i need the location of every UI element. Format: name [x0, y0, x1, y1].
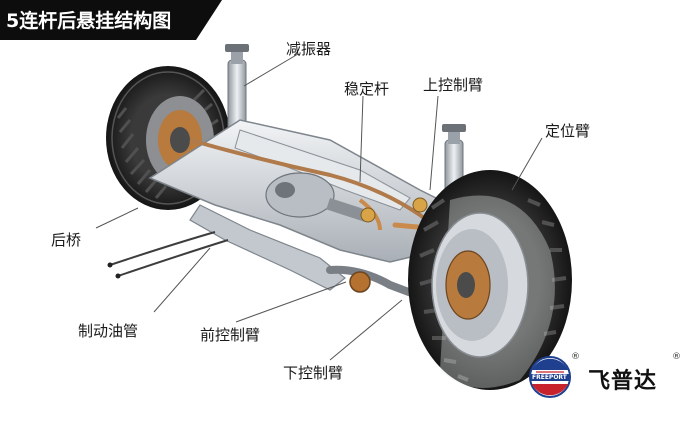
- left-wheel: [106, 66, 230, 210]
- right-wheel: [408, 170, 572, 390]
- brake-lines: [107, 231, 229, 279]
- label-stabilizer-bar: 稳定杆: [344, 80, 390, 98]
- brand-logo: [529, 356, 571, 398]
- page-title: 5连杆后悬挂结构图: [6, 10, 172, 32]
- registered-mark-name: ®: [672, 352, 681, 362]
- title-banner: [0, 0, 222, 40]
- label-rear-axle: 后桥: [51, 231, 82, 249]
- leader-lines: [95, 53, 543, 361]
- differential: [265, 172, 369, 222]
- label-brake-line: 制动油管: [78, 322, 139, 340]
- brand-logo-text: FREEPORT: [532, 374, 567, 381]
- label-positioning-arm: 定位臂: [545, 122, 591, 140]
- label-lower-control-arm: 下控制臂: [283, 364, 344, 382]
- label-front-control-arm: 前控制臂: [200, 326, 261, 344]
- label-upper-control-arm: 上控制臂: [423, 76, 484, 94]
- label-shock-absorber: 减振器: [286, 40, 332, 58]
- registered-mark-logo: ®: [571, 352, 580, 362]
- brand-name: 飞普达: [588, 369, 658, 394]
